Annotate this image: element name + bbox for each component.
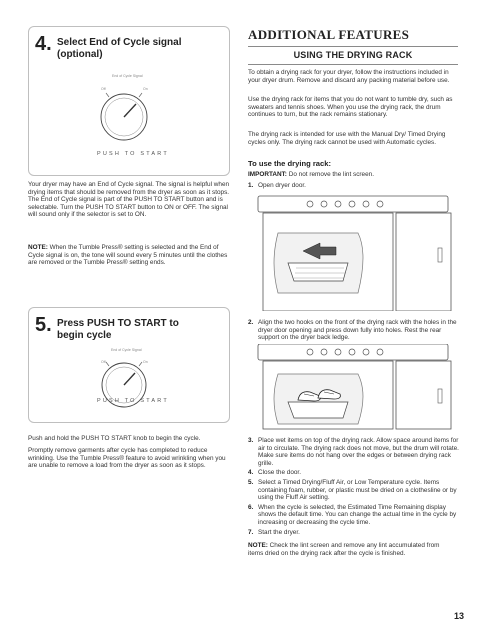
dial-on-label: On	[143, 87, 148, 91]
step-number: 1.	[248, 182, 254, 189]
important-label: IMPORTANT:	[248, 171, 287, 178]
step-text: Start the dryer.	[258, 528, 300, 536]
steps-list-b: 2. Align the two hooks on the front of th…	[248, 319, 460, 344]
list-item: 6. When the cycle is selected, the Estima…	[248, 504, 460, 527]
list-item: 5. Select a Timed Drying/Fluff Air, or Lo…	[248, 479, 460, 502]
list-item: 3. Place wet items on top of the drying r…	[248, 437, 460, 467]
list-item: 2. Align the two hooks on the front of th…	[248, 319, 460, 342]
howto-title: To use the drying rack:	[248, 159, 331, 168]
dial-on-label: On	[143, 360, 148, 364]
step4-title-line1: Select End of Cycle signal	[57, 37, 182, 48]
step5-number: 5.	[35, 314, 52, 336]
step-number: 4.	[248, 469, 254, 477]
step4-note: NOTE: When the Tumble Press® setting is …	[28, 244, 232, 267]
heading-rule-bottom	[248, 64, 458, 65]
step-number: 6.	[248, 503, 254, 511]
list-item: 7. Start the dryer.	[248, 529, 460, 537]
step-text: Place wet items on top of the drying rac…	[258, 437, 459, 467]
step-number: 7.	[248, 528, 254, 536]
dryer-rack-items-illustration	[257, 344, 452, 430]
intro-paragraph-2: Use the drying rack for items that you d…	[248, 96, 453, 119]
step-number: 2.	[248, 319, 254, 326]
step5-body-2: Promptly remove garments after cycle has…	[28, 447, 226, 470]
heading-rule-top	[248, 46, 458, 47]
push-to-start-knob-icon[interactable]	[89, 77, 159, 147]
step5-title-line1: Press PUSH TO START to	[57, 318, 179, 329]
intro-paragraph-1: To obtain a drying rack for your dryer, …	[248, 69, 450, 84]
step-text: When the cycle is selected, the Estimate…	[258, 503, 457, 526]
steps-list-a: 1. Open dryer door.	[248, 182, 460, 192]
push-to-start-label: PUSH TO START	[97, 151, 169, 157]
intro-paragraph-3: The drying rack is intended for use with…	[248, 131, 446, 146]
push-to-start-label: PUSH TO START	[97, 398, 169, 404]
step-text: Close the door.	[258, 469, 301, 477]
dial-label: End of Cycle Signal	[112, 74, 143, 78]
page-number: 13	[453, 611, 464, 621]
dryer-open-door-illustration	[257, 195, 452, 311]
step4-box: 4. Select End of Cycle signal (optional)…	[28, 26, 230, 176]
dial-off-label: Off	[101, 360, 106, 364]
step4-note-text: When the Tumble Press® setting is select…	[28, 244, 228, 267]
section-subheading: USING THE DRYING RACK	[293, 50, 413, 60]
step4-number: 4.	[35, 33, 52, 55]
step-number: 5.	[248, 478, 254, 486]
step-number: 3.	[248, 437, 254, 444]
step4-note-label: NOTE:	[28, 244, 48, 251]
final-note-text: Check the lint screen and remove any lin…	[248, 542, 440, 557]
step4-body: Your dryer may have an End of Cycle sign…	[28, 181, 230, 219]
step-text: Select a Timed Drying/Fluff Air, or Low …	[258, 478, 457, 502]
push-to-start-knob-icon[interactable]	[89, 350, 159, 420]
list-item: 4. Close the door.	[248, 469, 460, 477]
step5-body-1: Push and hold the PUSH TO START knob to …	[28, 435, 201, 442]
step-text: Open dryer door.	[258, 182, 306, 189]
steps-list-c: 3. Place wet items on top of the drying r…	[248, 437, 460, 538]
list-item: 1. Open dryer door.	[248, 182, 460, 190]
final-note: NOTE: Check the lint screen and remove a…	[248, 542, 448, 557]
important-note: IMPORTANT: Do not remove the lint screen…	[248, 171, 460, 179]
dial-label: End of Cycle Signal	[111, 348, 142, 352]
final-note-label: NOTE:	[248, 542, 268, 549]
step4-title-line2: (optional)	[57, 49, 103, 60]
step5-title-line2: begin cycle	[57, 330, 112, 341]
important-text: Do not remove the lint screen.	[286, 171, 374, 178]
step5-box: 5. Press PUSH TO START to begin cycle En…	[28, 307, 230, 423]
step-text: Align the two hooks on the front of the …	[258, 319, 457, 342]
section-heading: ADDITIONAL FEATURES	[248, 27, 410, 42]
dial-off-label: Off	[101, 87, 106, 91]
